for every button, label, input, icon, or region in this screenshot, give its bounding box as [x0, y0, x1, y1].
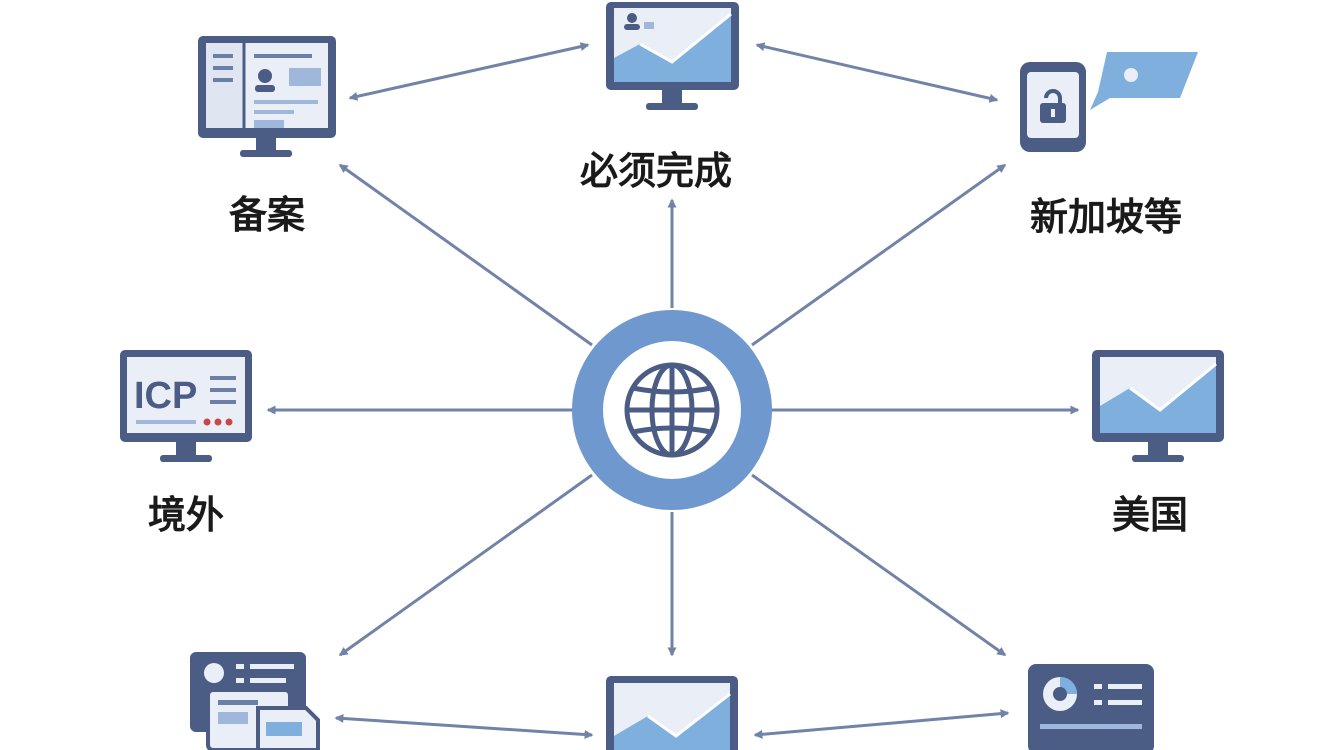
label-left: 境外 — [147, 493, 225, 537]
label-top-right: 新加坡等 — [1029, 195, 1183, 239]
arrow-topleft-top — [348, 42, 590, 101]
spoke-arrows — [266, 163, 1080, 657]
top-right-phone-lock-icon — [1020, 52, 1198, 152]
top-monitor-chart-icon — [606, 2, 739, 110]
globe-icon — [572, 310, 772, 510]
left-monitor-icp-icon: ICP — [120, 350, 252, 462]
arrow-bottom-bottomright — [753, 709, 1010, 739]
arrow-top-topright — [755, 42, 999, 103]
peripheral-arrows — [334, 42, 1010, 739]
arrow-to-bottom-left — [338, 473, 593, 657]
bottom-right-dashboard-icon — [1028, 664, 1154, 750]
arrow-to-top-left — [338, 163, 593, 347]
icp-screen-text: ICP — [134, 375, 197, 417]
bottom-left-documents-icon — [190, 652, 320, 750]
bottom-monitor-chart-icon — [606, 676, 738, 750]
top-left-monitor-document-icon — [198, 36, 336, 157]
right-monitor-chart-icon — [1092, 350, 1224, 462]
arrow-to-bottom-right — [751, 473, 1007, 657]
label-right: 美国 — [1111, 493, 1189, 537]
arrow-to-top-right — [751, 163, 1007, 347]
label-top: 必须完成 — [579, 149, 733, 193]
arrow-bottomleft-bottom — [334, 714, 594, 739]
label-top-left: 备案 — [228, 193, 306, 237]
